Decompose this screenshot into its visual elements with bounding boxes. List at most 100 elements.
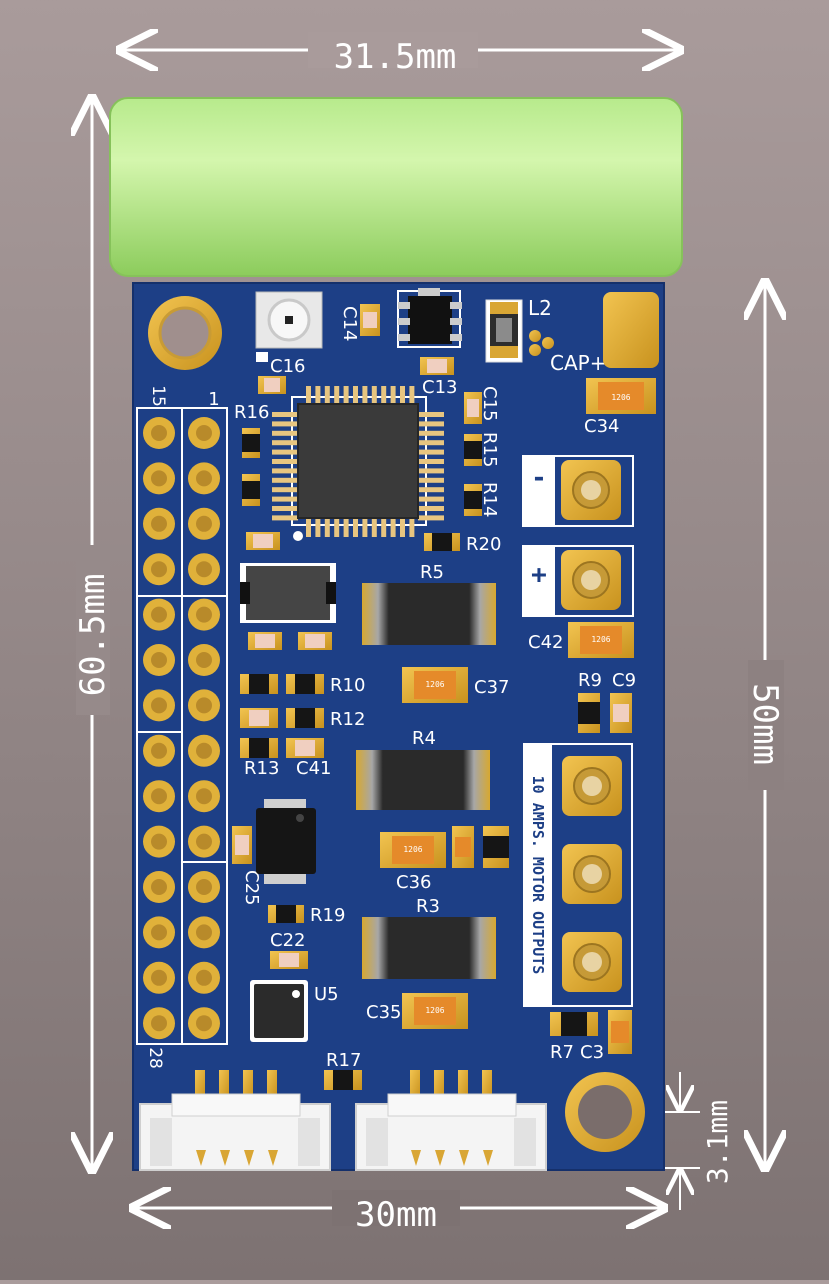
label-r19: R19 [310, 905, 345, 926]
label-r5: R5 [420, 562, 444, 583]
dimension-right: 50mm [745, 282, 785, 1168]
mcu-lead [272, 449, 298, 455]
pin-label-15: 15 [148, 385, 168, 407]
dimension-hole-offset-label: 3.1mm [701, 1100, 734, 1184]
capacitor-c14: C14 [339, 304, 380, 341]
mcu-lead [381, 386, 387, 404]
header-pin-hole [196, 788, 212, 805]
pin-header: 15 1 28 [136, 385, 228, 1069]
mcu-lead [418, 515, 444, 521]
resistor-r16: R16 [234, 402, 269, 506]
header-pin-hole [196, 470, 212, 487]
header-pin-hole [196, 561, 212, 578]
mcu-lead [343, 386, 349, 404]
capacitor-c15: C15 [464, 386, 500, 424]
chip-mark-c35: 1206 [425, 1006, 444, 1015]
label-r17: R17 [326, 1050, 361, 1071]
chip-mark-c34: 1206 [611, 393, 630, 402]
connector-left [139, 1070, 331, 1171]
mcu-lead [418, 421, 444, 427]
mcu-lead [418, 449, 444, 455]
header-pin-hole [196, 606, 212, 623]
label-r7: R7 [550, 1042, 574, 1063]
capacitor-small-3 [452, 826, 509, 868]
header-pin-hole [151, 470, 167, 487]
mcu-lead [306, 519, 311, 537]
connector-right [355, 1070, 547, 1171]
resistor-r12: R12 [240, 708, 365, 730]
pin-label-1: 1 [208, 389, 219, 410]
mcu-lead [324, 519, 330, 537]
ic-u5: U5 [250, 980, 339, 1042]
header-pin-hole [151, 879, 167, 895]
header-pin-hole [196, 652, 212, 668]
mcu-lead [272, 487, 298, 493]
mcu-lead [315, 519, 321, 537]
chip-mark-c36: 1206 [403, 845, 422, 854]
label-c37: C37 [474, 677, 509, 698]
capacitor-c25: C25 [232, 826, 262, 905]
terminal-plus-label: + [531, 560, 547, 590]
label-r9: R9 [578, 670, 602, 691]
dimension-right-label: 50mm [745, 683, 785, 765]
capacitor-c3: C3 [580, 1010, 632, 1063]
mcu-lead [362, 386, 368, 404]
mcu-lead [371, 386, 377, 404]
capacitor-c9: C9 [610, 670, 636, 733]
shunt-resistor-r3: R3 [362, 896, 496, 979]
label-c25: C25 [241, 870, 262, 905]
mcu-lead [272, 421, 298, 427]
header-pin-hole [151, 561, 167, 578]
power-inductor [240, 563, 336, 623]
sensor-component [255, 291, 323, 362]
mcu-pins [272, 386, 444, 537]
header-pin-hole [151, 924, 167, 941]
microcontroller [272, 386, 444, 541]
label-r15: R15 [479, 432, 500, 467]
header-pin-hole [151, 515, 167, 532]
header-pin-hole [196, 697, 212, 714]
header-pin-hole [196, 879, 212, 895]
mcu-lead [272, 496, 298, 502]
mcu-lead [418, 440, 444, 446]
label-c3: C3 [580, 1042, 604, 1063]
capacitor-small-2 [248, 632, 332, 650]
resistor-r7: R7 [550, 1012, 598, 1063]
header-pin-hole [151, 833, 167, 850]
dimension-left: 60.5mm [73, 98, 113, 1170]
cap-plus-pad [603, 292, 659, 368]
header-pin-hole [196, 742, 212, 759]
header-pin-hole [196, 515, 212, 532]
mcu-lead [409, 386, 415, 404]
chip-mark-c37: 1206 [425, 680, 444, 689]
mcu-lead [371, 519, 377, 537]
power-terminal-block: - + [522, 455, 634, 617]
dimension-top-label: 31.5mm [334, 37, 457, 77]
pin-label-28: 28 [145, 1047, 165, 1069]
header-pin-hole [151, 697, 167, 714]
mcu-lead [272, 459, 298, 464]
capacitor-c36: 1206 C36 [380, 832, 446, 893]
label-c9: C9 [612, 670, 636, 691]
label-c14: C14 [339, 306, 360, 341]
terminal-minus-label: - [531, 463, 547, 493]
dimension-bottom: 30mm [133, 1190, 664, 1235]
mcu-lead [418, 468, 444, 474]
label-r16: R16 [234, 402, 269, 423]
mcu-lead [418, 477, 444, 483]
label-r13: R13 [244, 758, 279, 779]
label-u5: U5 [314, 984, 339, 1005]
label-c35: C35 [366, 1002, 401, 1023]
resistor-r17: R17 [324, 1050, 362, 1090]
capacitor-c35: C35 1206 [366, 993, 468, 1029]
header-pin-hole [151, 1015, 167, 1032]
mcu-lead [272, 412, 298, 417]
label-c36: C36 [396, 872, 431, 893]
capacitor-c37: 1206 C37 [402, 667, 509, 703]
resistor-r20: R20 [424, 533, 501, 555]
mcu-lead [272, 515, 298, 521]
label-r12: R12 [330, 709, 365, 730]
header-pin-hole [151, 742, 167, 759]
mcu-lead [409, 519, 415, 537]
mcu-lead [418, 459, 444, 464]
